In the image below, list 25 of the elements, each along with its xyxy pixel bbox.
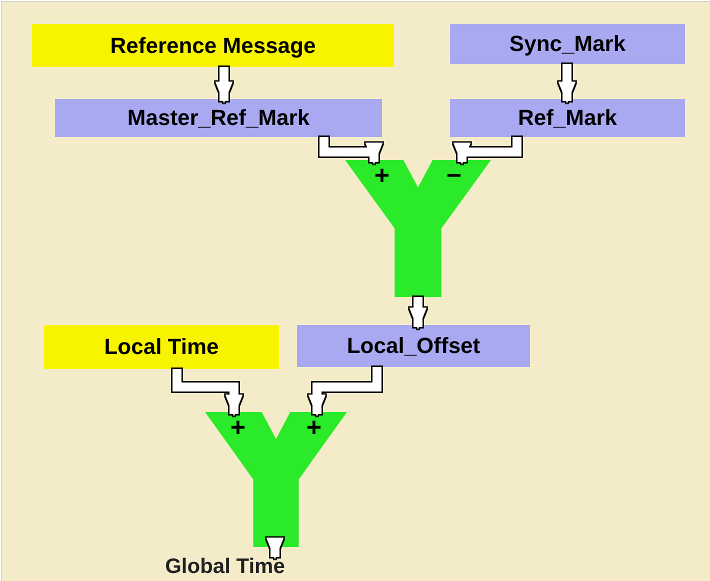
hollow-arrow [409, 297, 427, 330]
box-label: Local Time [104, 334, 219, 360]
output-label: Global Time [165, 555, 285, 580]
hollow-arrow [172, 369, 243, 416]
box-label: Local_Offset [346, 333, 480, 359]
process-box [44, 325, 279, 369]
operator-sign: + [305, 412, 323, 442]
hollow-arrow [215, 67, 233, 104]
hollow-arrow [266, 538, 284, 560]
hollow-arrow [558, 64, 576, 104]
process-box [450, 24, 685, 64]
process-box [297, 325, 530, 367]
box-label: Reference Message [110, 32, 316, 58]
hollow-arrow [308, 367, 382, 416]
hollow-arrow [320, 137, 383, 164]
box-label: Ref_Mark [518, 105, 618, 131]
box-label: Sync_Mark [509, 31, 626, 57]
process-box [55, 99, 382, 137]
process-box [32, 24, 394, 67]
process-box [450, 99, 685, 137]
operator-sign: − [445, 160, 463, 190]
box-label: Master_Ref_Mark [127, 105, 310, 131]
operator-sign: + [373, 160, 391, 190]
operator-sign: + [229, 412, 247, 442]
hollow-arrow [453, 137, 522, 164]
